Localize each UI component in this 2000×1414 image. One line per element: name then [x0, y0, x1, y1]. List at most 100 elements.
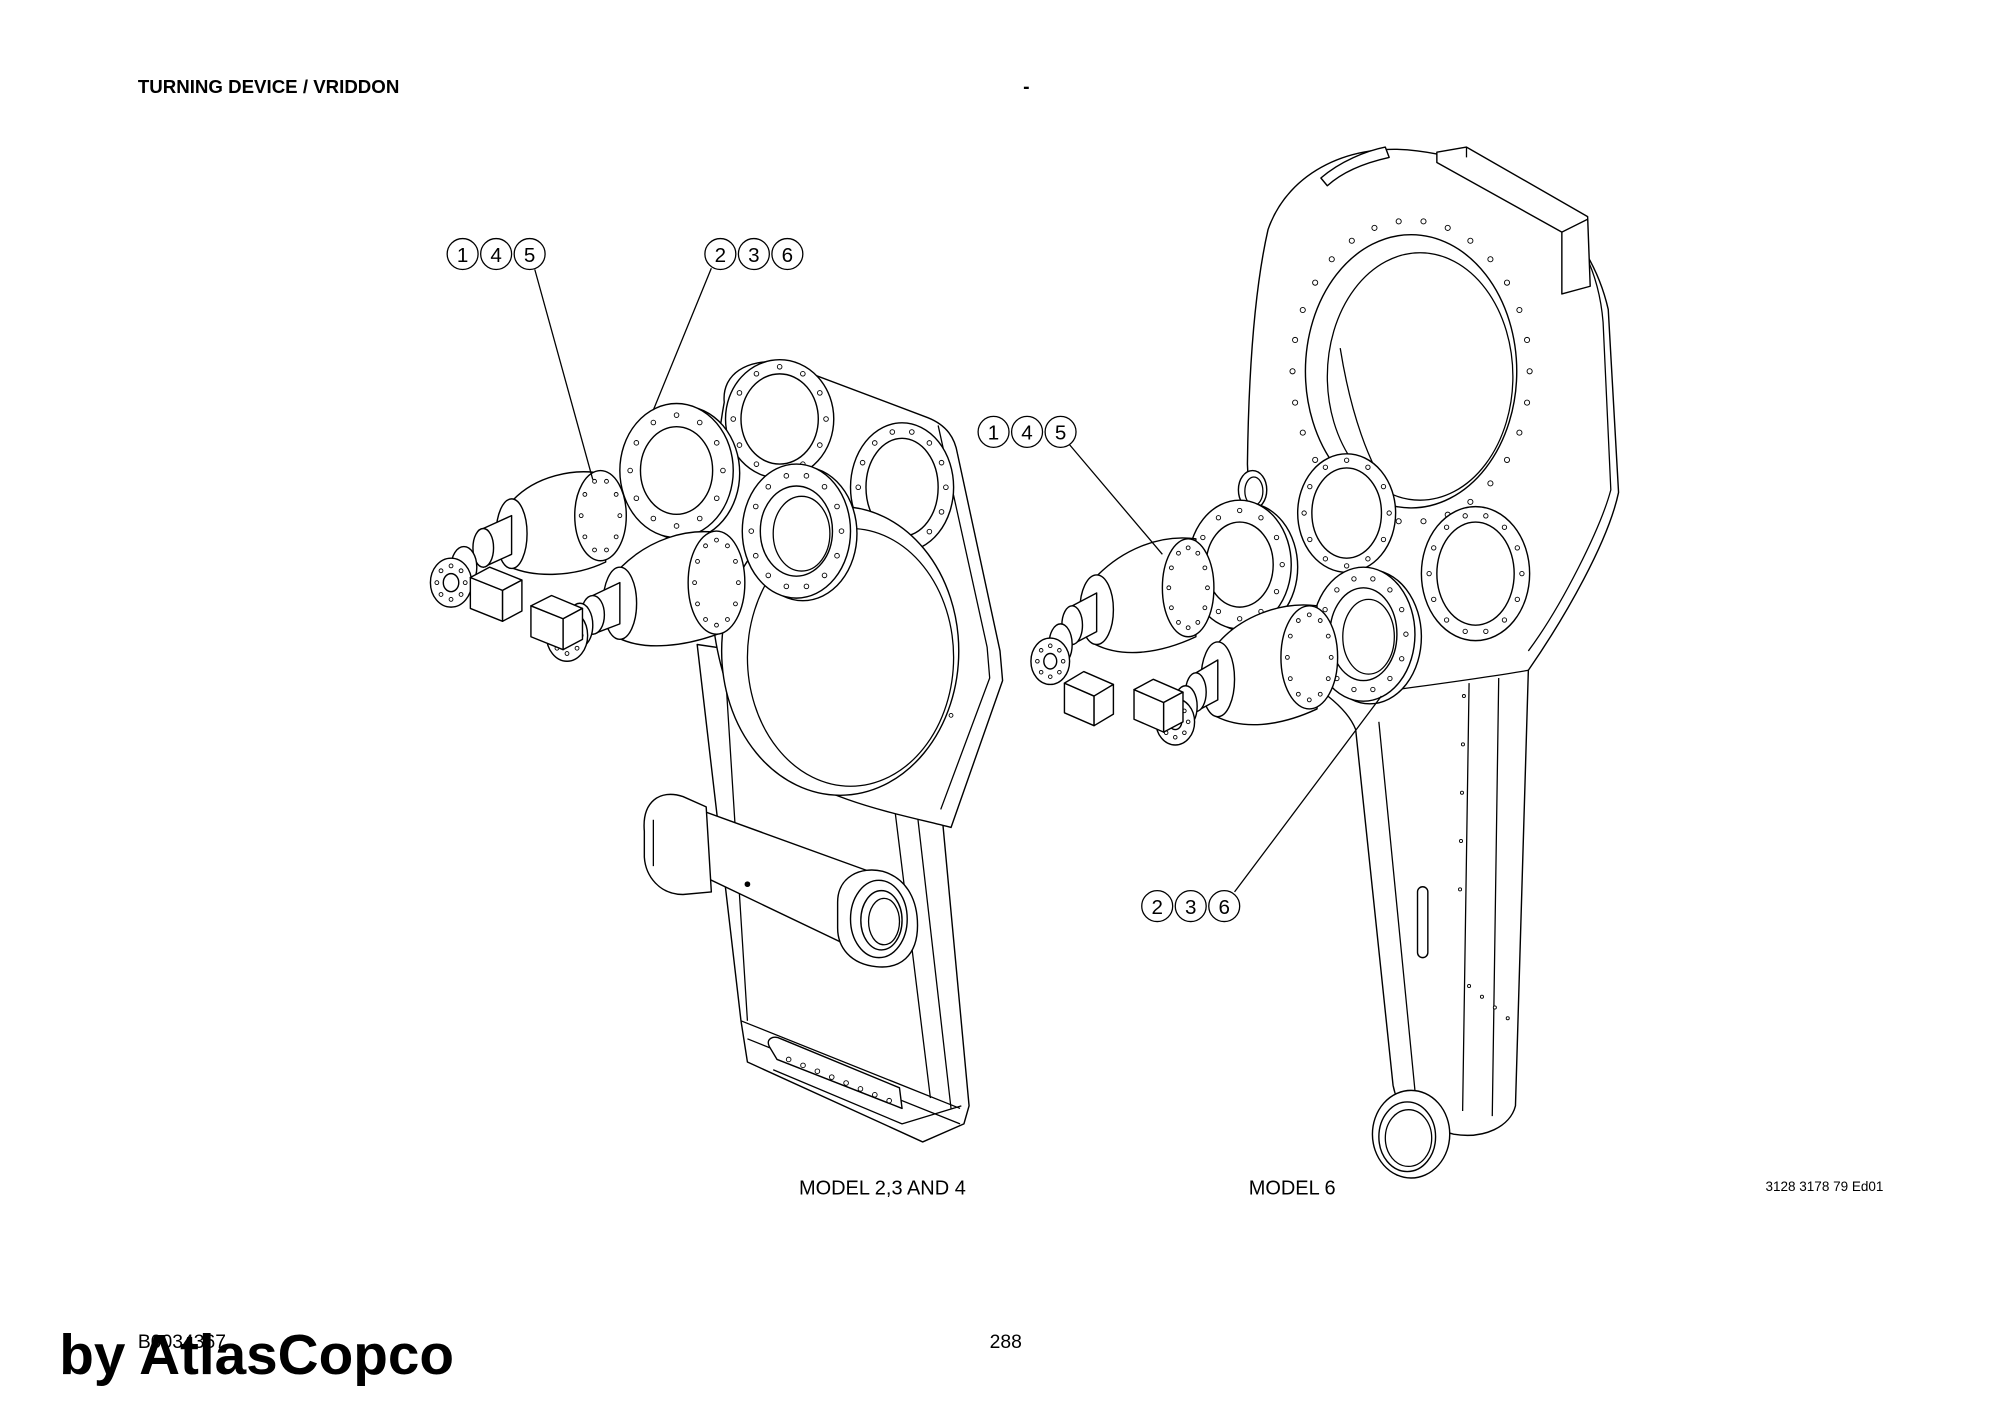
bolt-hole — [1516, 306, 1523, 314]
top-bracket-edge — [1465, 147, 1588, 233]
bolt-hole — [1307, 536, 1313, 543]
bolt-hole — [1185, 625, 1191, 631]
bolt-hole — [814, 1068, 821, 1074]
arm-holes-b — [1467, 983, 1510, 1021]
callout-item: 3 — [737, 237, 770, 271]
bolt-hole — [564, 651, 570, 656]
figure-label-model-6: MODEL 6 — [1249, 1178, 1336, 1200]
callout-number: 6 — [782, 244, 793, 267]
bolt-hole — [800, 1062, 806, 1069]
bolt-hole — [1295, 691, 1301, 697]
flange-front-bore-depth — [1342, 598, 1395, 675]
bolt-hole — [1299, 429, 1306, 436]
bolt-hole — [696, 515, 703, 522]
callout-number: 1 — [988, 422, 999, 445]
bolt-hole — [948, 712, 954, 718]
callout-number: 1 — [457, 244, 468, 267]
bolt-hole — [926, 528, 933, 535]
arm-hole-left-bolts — [1301, 457, 1392, 569]
bolt-hole — [1060, 658, 1066, 664]
callout-circle — [977, 415, 1010, 448]
bolt-hole — [713, 440, 720, 446]
bolt-hole — [1317, 691, 1323, 697]
bolt-hole — [1301, 510, 1307, 516]
bolt-hole — [1462, 513, 1468, 519]
bolt-hole — [1185, 545, 1191, 551]
bolt-hole — [1503, 456, 1511, 463]
bolt-hole — [1492, 1005, 1497, 1010]
callout-number: 5 — [1055, 422, 1066, 445]
bolt-hole — [1195, 620, 1201, 625]
bolt-hole — [785, 1056, 792, 1063]
bolt-hole — [1467, 237, 1474, 244]
bolt-hole — [828, 1074, 835, 1080]
bolt-hole — [1322, 606, 1328, 613]
callout-item: 2 — [1141, 889, 1174, 923]
bolt-hole — [1370, 686, 1376, 693]
bolt-hole — [1185, 719, 1191, 725]
bolt-hole — [1176, 550, 1181, 556]
callout-number: 6 — [1218, 896, 1229, 919]
bolt-hole — [1195, 550, 1201, 556]
bolt-hole — [1483, 628, 1489, 635]
motor-upper — [1030, 537, 1215, 727]
bolt-hole — [1035, 658, 1040, 664]
arm-slot — [1416, 886, 1429, 959]
bolt-hole — [1205, 585, 1210, 591]
bolt-hole — [1307, 483, 1313, 490]
bolt-hole — [462, 580, 468, 586]
bolt-hole — [753, 461, 760, 467]
bolt-hole — [695, 601, 700, 607]
slot-plate — [767, 1036, 903, 1110]
bolt-hole — [909, 429, 915, 435]
bolt-hole — [1287, 633, 1293, 639]
bolt-hole — [714, 537, 719, 543]
callout-circle — [1010, 415, 1044, 448]
callout-circle — [480, 237, 513, 271]
bolt-hole — [1306, 697, 1312, 703]
bolt-hole — [1371, 224, 1378, 231]
top-bracket — [1436, 146, 1591, 295]
bolt-hole — [1501, 524, 1508, 530]
page-number: 288 — [990, 1332, 1022, 1353]
bolt-hole — [673, 412, 680, 418]
bolt-hole — [855, 484, 862, 491]
bolt-hole — [1514, 596, 1520, 602]
bolt-hole — [720, 467, 726, 474]
bolt-hole — [1370, 576, 1376, 582]
bolt-hole — [673, 523, 680, 529]
bolt-hole — [1284, 655, 1290, 660]
bolt-hole — [736, 442, 743, 448]
callout-number: 4 — [1021, 422, 1032, 445]
bolt-hole — [633, 440, 640, 446]
bolt-hole — [730, 416, 737, 422]
arm-main-bore — [1304, 233, 1518, 509]
callout-item: 1 — [977, 415, 1010, 448]
drawing-number: 3128 3178 79 Ed01 — [1765, 1179, 1883, 1194]
callout-circle — [771, 237, 804, 271]
flange-rear-bolts — [627, 412, 726, 529]
motor-neck-end — [472, 527, 495, 568]
bolt-hole — [604, 547, 609, 553]
bolt-hole — [1312, 279, 1319, 286]
bolt-hole — [695, 558, 700, 564]
bolt-hole — [438, 568, 444, 574]
motor-flange-bolts — [1284, 612, 1334, 703]
bolt-hole — [438, 592, 444, 597]
bolt-hole — [1420, 218, 1427, 225]
bolt-hole — [1443, 524, 1450, 530]
valve-block — [1133, 678, 1184, 733]
bolt-hole — [578, 513, 584, 519]
callout-item: 6 — [1208, 889, 1241, 923]
bolt-hole — [1399, 656, 1405, 662]
arm-holes-a — [1458, 694, 1466, 892]
bolt-hole — [1524, 399, 1531, 406]
bolt-hole — [800, 371, 806, 377]
bolt-hole — [1387, 675, 1393, 682]
bolt-hole — [1166, 585, 1172, 591]
bolt-hole — [1169, 565, 1174, 571]
bolt-hole — [1487, 256, 1494, 263]
bolt-hole — [926, 440, 933, 446]
bolt-hole — [1202, 565, 1208, 571]
bolt-hole — [633, 495, 640, 502]
